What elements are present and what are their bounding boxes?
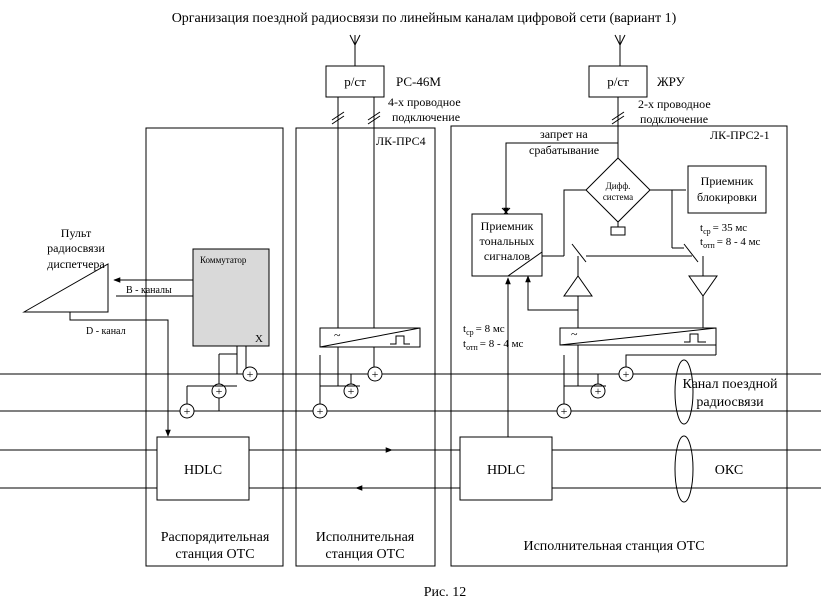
dispatch-station-box <box>145 127 284 567</box>
block-receiver-box <box>687 165 767 214</box>
radio-channel-label-1: Канал поездной <box>682 377 778 392</box>
diagram-title: Организация поездной радиосвязи по линей… <box>172 11 677 26</box>
dispatcher-label-1: Пульт <box>61 226 92 240</box>
amplifier-up <box>563 275 593 297</box>
timing-left-t1: tср= 8 мс <box>463 323 505 337</box>
tone-receiver-box <box>471 213 543 277</box>
dispatch-adder-3-sign: + <box>184 404 191 418</box>
exec2-adder-3-sign: + <box>561 404 568 418</box>
dispatch-station-name-2: станция ОТС <box>175 547 254 562</box>
dispatch-adder-1-sign: + <box>247 367 254 381</box>
exec2-hdlc-box <box>459 436 553 501</box>
tone-receiver-label-1: Приемник <box>481 219 534 233</box>
exec1-module-label: ЛК-ПРС4 <box>376 134 426 148</box>
exec1-adder-1 <box>367 366 383 382</box>
exec1-adder-3 <box>312 403 328 419</box>
exec1-station-name-2: станция ОТС <box>325 547 404 562</box>
switch-label: Коммутатор <box>200 255 247 265</box>
diff-right-wire <box>650 189 673 248</box>
timing-left-t2: tотп= 8 - 4 мс <box>463 338 524 352</box>
antenna-2-icon <box>614 34 626 47</box>
exec2-wire-c <box>625 354 716 367</box>
dispatch-adder-1 <box>242 366 258 382</box>
exec1-modem-sine: ~ <box>334 328 341 342</box>
tone-receiver-label-2: тональных <box>480 234 535 248</box>
radio-2-note-1: 2-х проводное <box>638 97 711 111</box>
timing-right-t1: tср= 35 мс <box>700 222 747 236</box>
tone-receiver-label-3: сигналов <box>484 249 531 263</box>
exec2-module-label: ЛК-ПРС2-1 <box>710 128 770 142</box>
diff-balance-element <box>610 226 626 236</box>
block-receiver-label-1: Приемник <box>701 174 754 188</box>
tone-receiver-diagonal <box>507 251 543 277</box>
dispatcher-label-2: радиосвязи <box>47 241 105 255</box>
exec1-modem-diagonal <box>319 327 421 348</box>
exec2-adder-2-sign: + <box>595 384 602 398</box>
diff-left-wire <box>563 189 586 248</box>
radio-channel-label-2: радиосвязи <box>696 395 764 410</box>
amplifier-down <box>688 275 718 297</box>
radio-1-wire-a-marks <box>331 111 345 125</box>
radio-1-box <box>325 65 385 98</box>
dispatch-hdlc-box <box>156 436 250 501</box>
dispatch-hdlc-label: HDLC <box>184 463 222 478</box>
exec1-station-box <box>295 127 436 567</box>
exec2-adder-3 <box>556 403 572 419</box>
inhibit-label-2: срабатывание <box>529 143 599 157</box>
inhibit-line <box>503 142 618 215</box>
key-left <box>571 243 587 263</box>
exec1-adder-2 <box>343 383 359 399</box>
exec1-adder-3-sign: + <box>317 404 324 418</box>
exec1-station-name-1: Исполнительная <box>316 530 415 545</box>
exec2-adder-1-sign: + <box>623 367 630 381</box>
dispatcher-console <box>22 263 109 313</box>
radio-1-label: р/ст <box>344 74 366 89</box>
switch-mark: X <box>255 333 263 345</box>
radio-2-note-2: подключение <box>640 112 708 126</box>
diff-label-2: система <box>603 192 633 202</box>
switch-box <box>192 248 270 347</box>
exec2-station-box <box>450 125 788 567</box>
exec1-modem-pulse <box>390 335 410 345</box>
radio-2-model: ЖРУ <box>657 74 686 89</box>
radio-1-note-2: подключение <box>392 110 460 124</box>
d-channel-label: D - канал <box>86 326 126 337</box>
exec2-hdlc-label: HDLC <box>487 463 525 478</box>
b-channels-label: B - каналы <box>126 285 172 296</box>
exec2-adder-1 <box>618 366 634 382</box>
dispatch-station-name-1: Распорядительная <box>161 530 270 545</box>
antenna-1-icon <box>349 34 361 47</box>
radio-2-label: р/ст <box>607 74 629 89</box>
radio-channel-ellipse <box>674 359 694 425</box>
dispatch-adder-3 <box>179 403 195 419</box>
radio-1-wire-b-marks <box>367 111 381 125</box>
exec2-modem-sine: ~ <box>571 327 578 341</box>
inhibit-label-1: запрет на <box>540 127 588 141</box>
dispatcher-label-3: диспетчера <box>47 257 105 271</box>
key-right <box>683 243 699 263</box>
dispatch-adder-2-sign: + <box>216 384 223 398</box>
dispatch-adder-2 <box>211 383 227 399</box>
radio-2-box <box>588 65 648 98</box>
oks-channel-label: ОКС <box>715 463 743 478</box>
diff-label-1: Дифф. <box>606 181 631 191</box>
exec1-adder-1-sign: + <box>372 367 379 381</box>
exec2-modem-diagonal <box>559 327 717 346</box>
d-channel-line <box>69 312 171 437</box>
figure-caption: Рис. 12 <box>424 585 467 600</box>
exec2-station-name: Исполнительная станция ОТС <box>523 539 704 554</box>
radio-1-model: РС-46М <box>396 74 441 89</box>
exec1-adder-2-sign: + <box>348 384 355 398</box>
exec2-adder-2 <box>590 383 606 399</box>
amp-up-feedback <box>525 275 578 311</box>
block-receiver-label-2: блокировки <box>697 190 758 204</box>
radio-1-note-1: 4-х проводное <box>388 95 461 109</box>
radio-2-wire-marks <box>611 111 625 125</box>
oks-channel-ellipse <box>674 435 694 503</box>
exec2-modem-pulse <box>684 333 706 343</box>
timing-right-t2: tотп= 8 - 4 мс <box>700 236 761 250</box>
